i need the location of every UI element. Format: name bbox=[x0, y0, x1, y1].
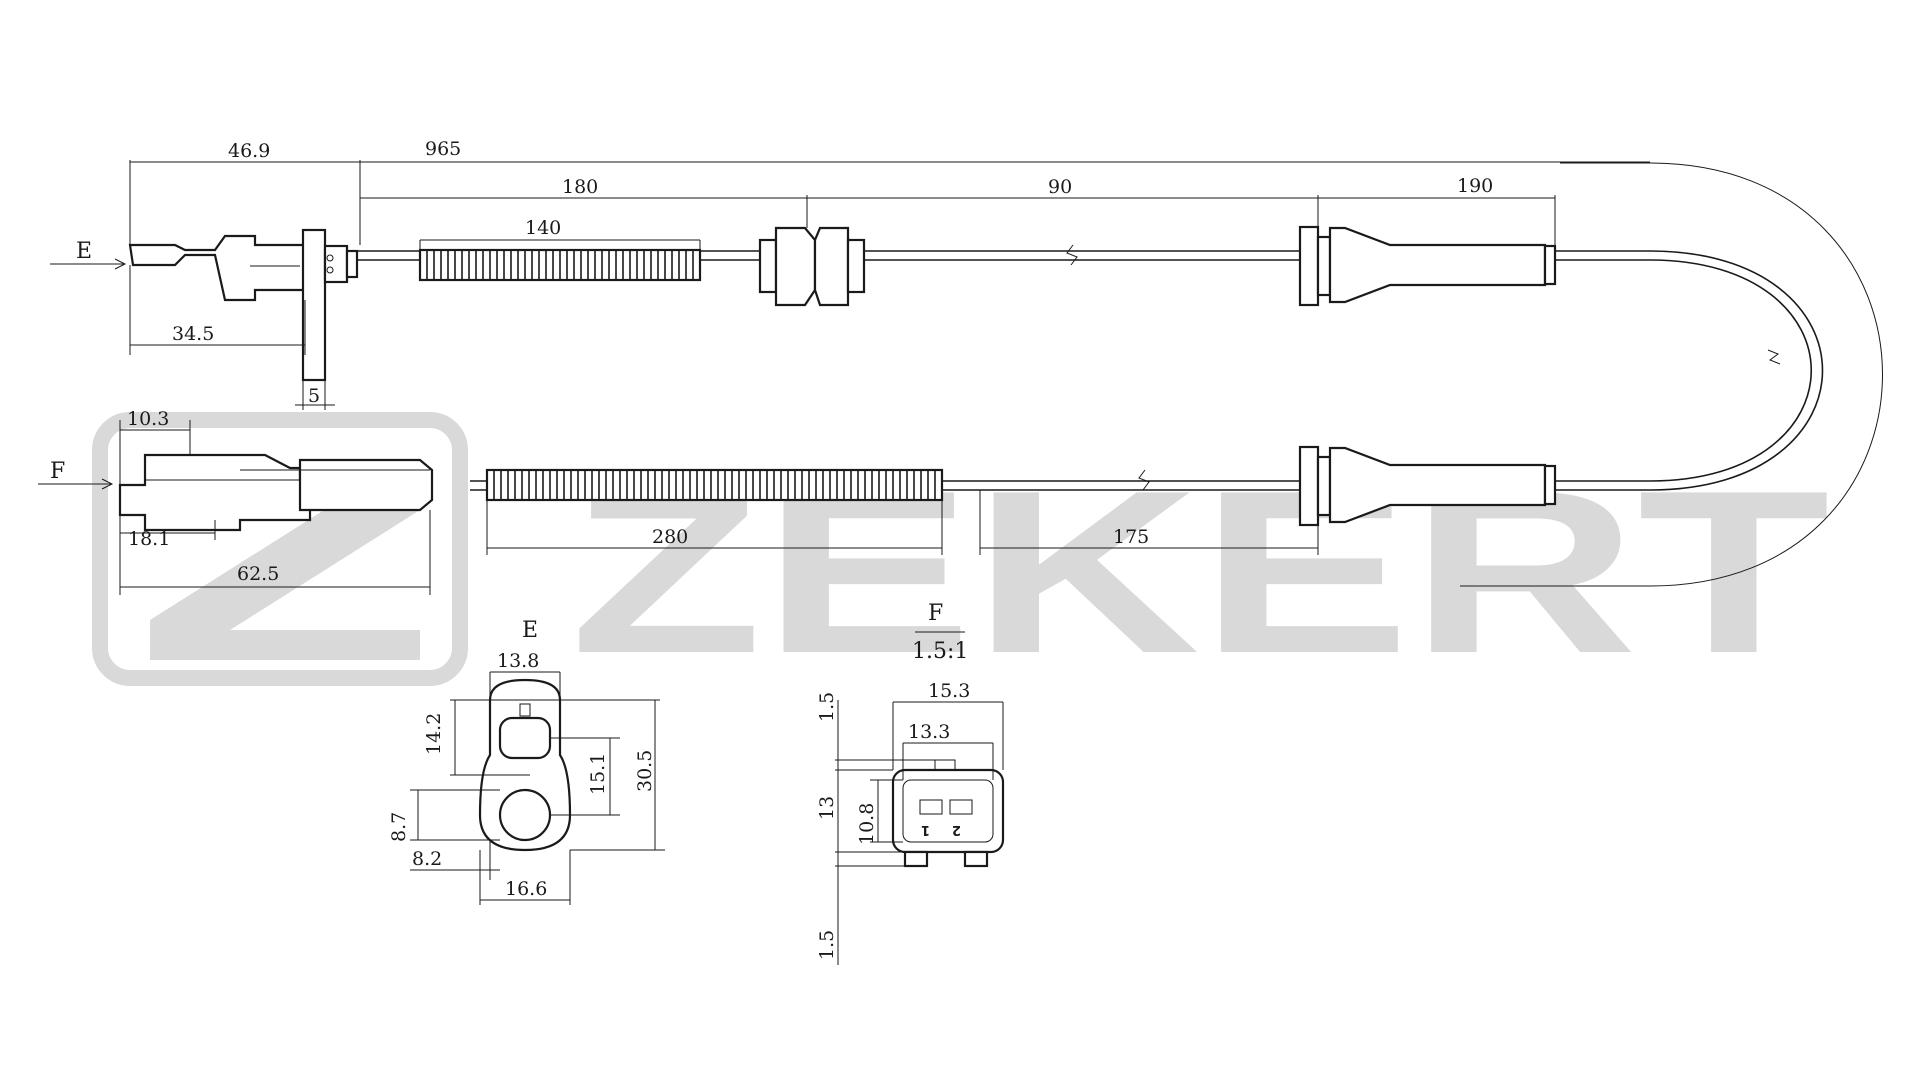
dim-34-5: 34.5 bbox=[172, 323, 214, 345]
bottom-grommet bbox=[1298, 445, 1557, 527]
dimension-labels: E F 46.9 965 180 90 190 140 34.5 5 10.3 … bbox=[50, 138, 1493, 585]
dim-280: 280 bbox=[652, 526, 688, 548]
dim-e-30-5: 30.5 bbox=[634, 750, 656, 792]
watermark-logo-frame bbox=[92, 412, 468, 686]
dimension-lines bbox=[38, 160, 1650, 633]
dim-140: 140 bbox=[525, 217, 561, 239]
cable-route bbox=[355, 162, 1883, 587]
dim-e-14-2: 14.2 bbox=[423, 713, 445, 755]
cable-clip bbox=[758, 226, 866, 307]
dim-f-10-8: 10.8 bbox=[856, 803, 878, 845]
dim-e-16-6: 16.6 bbox=[505, 878, 547, 900]
top-corrugated-sleeve bbox=[418, 248, 702, 282]
view-e-marker: E bbox=[76, 239, 92, 264]
dim-62-5: 62.5 bbox=[237, 563, 279, 585]
pin-2-label: 2 bbox=[952, 822, 961, 837]
dim-e-15-1: 15.1 bbox=[587, 753, 609, 795]
dim-190: 190 bbox=[1457, 175, 1493, 197]
sensor-head bbox=[128, 228, 359, 382]
dim-f-13: 13 bbox=[816, 796, 838, 820]
detail-e-title: E bbox=[522, 618, 538, 643]
dim-f-1-5-bottom: 1.5 bbox=[816, 930, 838, 960]
dim-5: 5 bbox=[308, 385, 320, 407]
dim-90: 90 bbox=[1048, 176, 1072, 198]
dim-10-3: 10.3 bbox=[127, 408, 169, 430]
detail-view-e: E 13.8 14.2 15.1 30.5 8.7 8.2 16.6 bbox=[388, 618, 665, 905]
watermark-z-glyph bbox=[150, 470, 420, 660]
detail-view-f: F 1.5:1 1 2 15.3 13.3 1.5 13 10.8 1.5 bbox=[816, 601, 1005, 965]
dim-46-9: 46.9 bbox=[228, 140, 270, 162]
dim-e-13-8: 13.8 bbox=[497, 650, 539, 672]
dim-e-8-7: 8.7 bbox=[388, 812, 410, 842]
dim-180: 180 bbox=[562, 176, 598, 198]
dim-175: 175 bbox=[1113, 526, 1149, 548]
top-grommet bbox=[1298, 225, 1557, 307]
pin-1-label: 1 bbox=[921, 822, 930, 837]
dim-18-1: 18.1 bbox=[128, 528, 170, 550]
dim-f-13-3: 13.3 bbox=[908, 721, 950, 743]
dim-965: 965 bbox=[425, 138, 461, 160]
dim-e-8-2: 8.2 bbox=[412, 848, 442, 870]
connector-f bbox=[118, 453, 434, 532]
detail-f-scale: 1.5:1 bbox=[912, 639, 968, 664]
dim-f-15-3: 15.3 bbox=[928, 680, 970, 702]
view-f-marker: F bbox=[50, 459, 65, 484]
detail-f-title: F bbox=[928, 601, 943, 626]
bottom-corrugated-sleeve bbox=[485, 468, 944, 502]
dim-f-1-5-top: 1.5 bbox=[816, 692, 838, 722]
